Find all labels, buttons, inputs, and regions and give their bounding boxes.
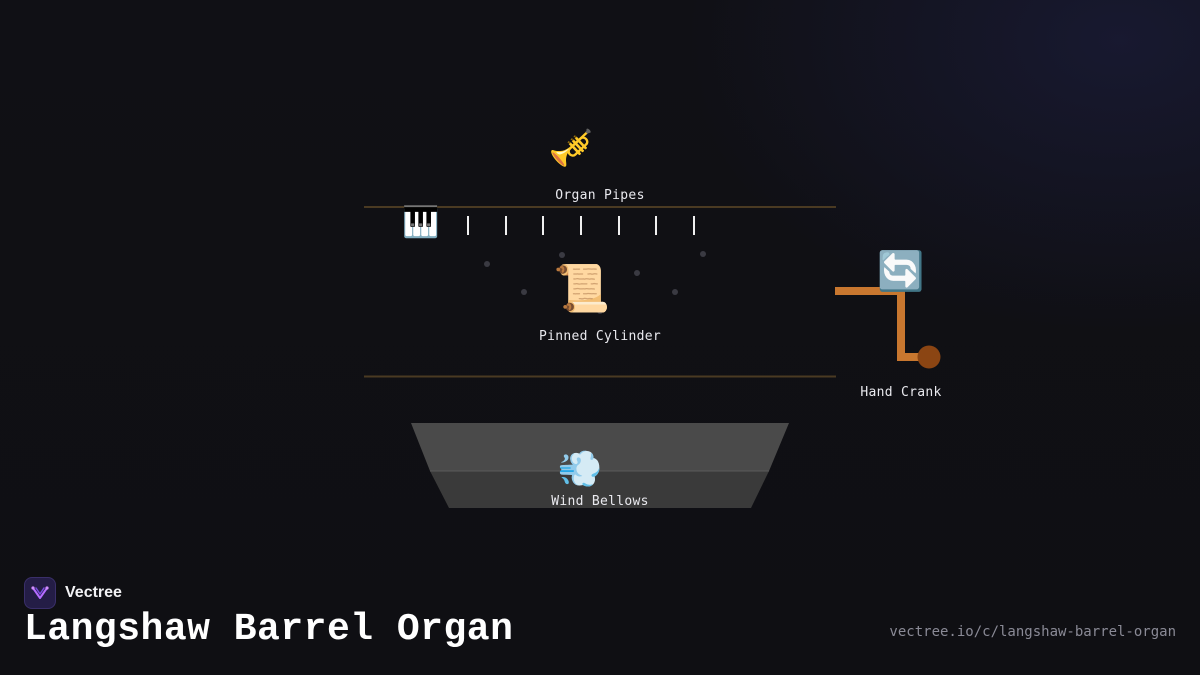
page-title: Langshaw Barrel Organ <box>24 608 514 651</box>
pin-dot <box>700 251 706 257</box>
logo-mark <box>31 586 49 599</box>
pin-dot <box>634 270 640 276</box>
organ-pipes[interactable]: 🎺 Organ Pipes <box>549 127 645 203</box>
scroll-icon: 📜 <box>553 261 610 315</box>
brand-name: Vectree <box>65 584 122 601</box>
crank-arm <box>835 287 929 361</box>
bellows-lower-fold <box>430 471 769 508</box>
brand[interactable]: Vectree <box>24 577 122 609</box>
pin-dot <box>559 252 565 258</box>
pinned-cylinder[interactable]: 📜 Pinned Cylinder <box>539 261 661 344</box>
crank-knob[interactable] <box>917 345 941 369</box>
wind-bellows-label: Wind Bellows <box>551 494 649 509</box>
bellows-upper-fold <box>411 423 789 471</box>
wind-bellows[interactable]: 💨 Wind Bellows <box>411 423 789 509</box>
pin-dot <box>484 261 490 267</box>
pipe-key-ticks <box>467 216 695 235</box>
pin-dot <box>597 308 603 314</box>
hand-crank[interactable]: 🔄 Hand Crank <box>835 249 942 400</box>
vectree-logo-icon <box>24 577 56 609</box>
pin-dot <box>672 289 678 295</box>
pinned-cylinder-label: Pinned Cylinder <box>539 329 661 344</box>
pin-dot <box>521 289 527 295</box>
trumpet-icon: 🎺 <box>549 127 594 169</box>
cylinder-pins <box>484 251 706 314</box>
piano-keys-icon: 🎹 <box>402 204 439 240</box>
cycle-arrows-icon: 🔄 <box>877 249 924 293</box>
page-url[interactable]: vectree.io/c/langshaw-barrel-organ <box>889 624 1176 640</box>
keyboard: 🎹 <box>402 204 695 240</box>
wind-puff-icon: 💨 <box>558 449 603 490</box>
organ-pipes-label: Organ Pipes <box>555 188 644 203</box>
hand-crank-label: Hand Crank <box>860 385 941 400</box>
